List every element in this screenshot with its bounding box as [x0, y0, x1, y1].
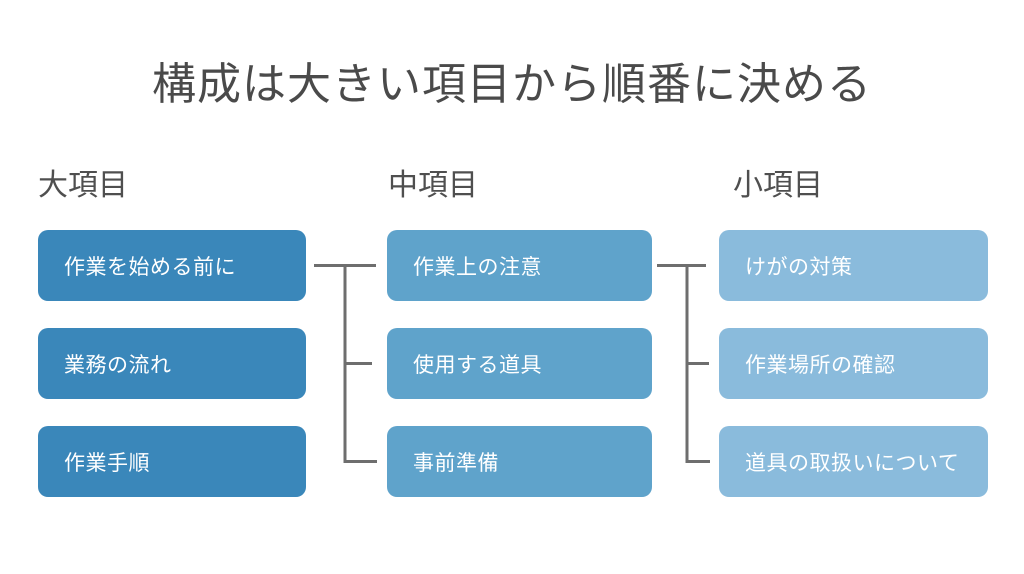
box-large-item-1: 作業を始める前に — [38, 230, 306, 301]
box-small-item-1: けがの対策 — [719, 230, 988, 301]
bracket-large-to-medium — [314, 264, 377, 463]
slide-title: 構成は大きい項目から順番に決める — [152, 60, 872, 109]
column-header-medium-items: 中項目 — [388, 169, 478, 202]
box-large-item-3: 作業手順 — [38, 426, 306, 497]
box-medium-item-2: 使用する道具 — [387, 328, 652, 399]
box-large-item-2: 業務の流れ — [38, 328, 306, 399]
box-small-item-2: 作業場所の確認 — [719, 328, 988, 399]
box-medium-item-1: 作業上の注意 — [387, 230, 652, 301]
box-medium-item-3: 事前準備 — [387, 426, 652, 497]
column-header-large-items: 大項目 — [38, 169, 128, 202]
box-small-item-3: 道具の取扱いについて — [719, 426, 988, 497]
bracket-medium-to-small — [657, 264, 710, 463]
column-header-small-items: 小項目 — [733, 169, 823, 202]
